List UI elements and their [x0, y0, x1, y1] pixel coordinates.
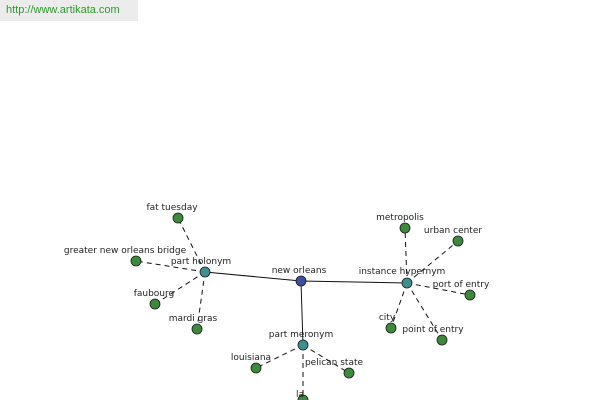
node-fat-tuesday[interactable]: [172, 212, 184, 224]
edge-part-meronym: [300, 280, 304, 346]
label-pelican-state[interactable]: pelican state: [305, 358, 364, 368]
nodes-layer: [130, 212, 476, 400]
edge-point-of-entry: [406, 282, 443, 341]
node-greater-new-orleans-bridge[interactable]: [130, 255, 142, 267]
node-part-holonym[interactable]: [199, 266, 211, 278]
node-new-orleans[interactable]: [295, 275, 307, 287]
node-instance-hypernym[interactable]: [401, 277, 413, 289]
node-metropolis[interactable]: [399, 222, 411, 234]
node-la[interactable]: [297, 394, 309, 400]
edge-greater-new-orleans-bridge: [135, 260, 206, 273]
node-louisiana[interactable]: [250, 362, 262, 374]
node-port-of-entry[interactable]: [464, 289, 476, 301]
label-faubourg[interactable]: faubourg: [134, 289, 175, 299]
edge-part-holonym: [204, 271, 302, 282]
label-louisiana[interactable]: louisiana: [231, 353, 271, 363]
edge-urban-center: [406, 240, 459, 284]
label-urban-center[interactable]: urban center: [424, 226, 482, 236]
labels-layer: new orleans part holonym instance hypernym…: [64, 203, 490, 400]
label-greater-new-orleans-bridge[interactable]: greater new orleans bridge: [64, 246, 187, 256]
label-part-meronym[interactable]: part meronym: [269, 330, 333, 340]
source-url[interactable]: http://www.artikata.com: [0, 0, 138, 21]
label-mardi-gras[interactable]: mardi gras: [169, 314, 218, 324]
edge-metropolis: [404, 227, 408, 284]
node-city[interactable]: [385, 322, 397, 334]
label-part-holonym[interactable]: part holonym: [171, 257, 231, 267]
label-fat-tuesday[interactable]: fat tuesday: [146, 203, 198, 213]
edge-fat-tuesday: [177, 217, 206, 273]
node-part-meronym[interactable]: [297, 339, 309, 351]
edge-faubourg: [154, 271, 206, 305]
edge-mardi-gras: [196, 271, 206, 330]
edges-layer: [135, 217, 471, 400]
label-point-of-entry[interactable]: point of entry: [402, 325, 464, 335]
label-instance-hypernym[interactable]: instance hypernym: [359, 267, 446, 277]
node-mardi-gras[interactable]: [191, 323, 203, 335]
label-city[interactable]: city: [379, 313, 396, 323]
label-port-of-entry[interactable]: port of entry: [433, 280, 490, 290]
edge-city: [390, 282, 408, 329]
node-faubourg[interactable]: [149, 298, 161, 310]
label-metropolis[interactable]: metropolis: [376, 213, 424, 223]
edge-port-of-entry: [406, 282, 471, 296]
edge-instance-hypernym: [300, 280, 408, 284]
node-point-of-entry[interactable]: [436, 334, 448, 346]
label-new-orleans[interactable]: new orleans: [272, 266, 327, 276]
node-pelican-state[interactable]: [343, 367, 355, 379]
label-la[interactable]: la: [296, 390, 304, 400]
node-urban-center[interactable]: [452, 235, 464, 247]
